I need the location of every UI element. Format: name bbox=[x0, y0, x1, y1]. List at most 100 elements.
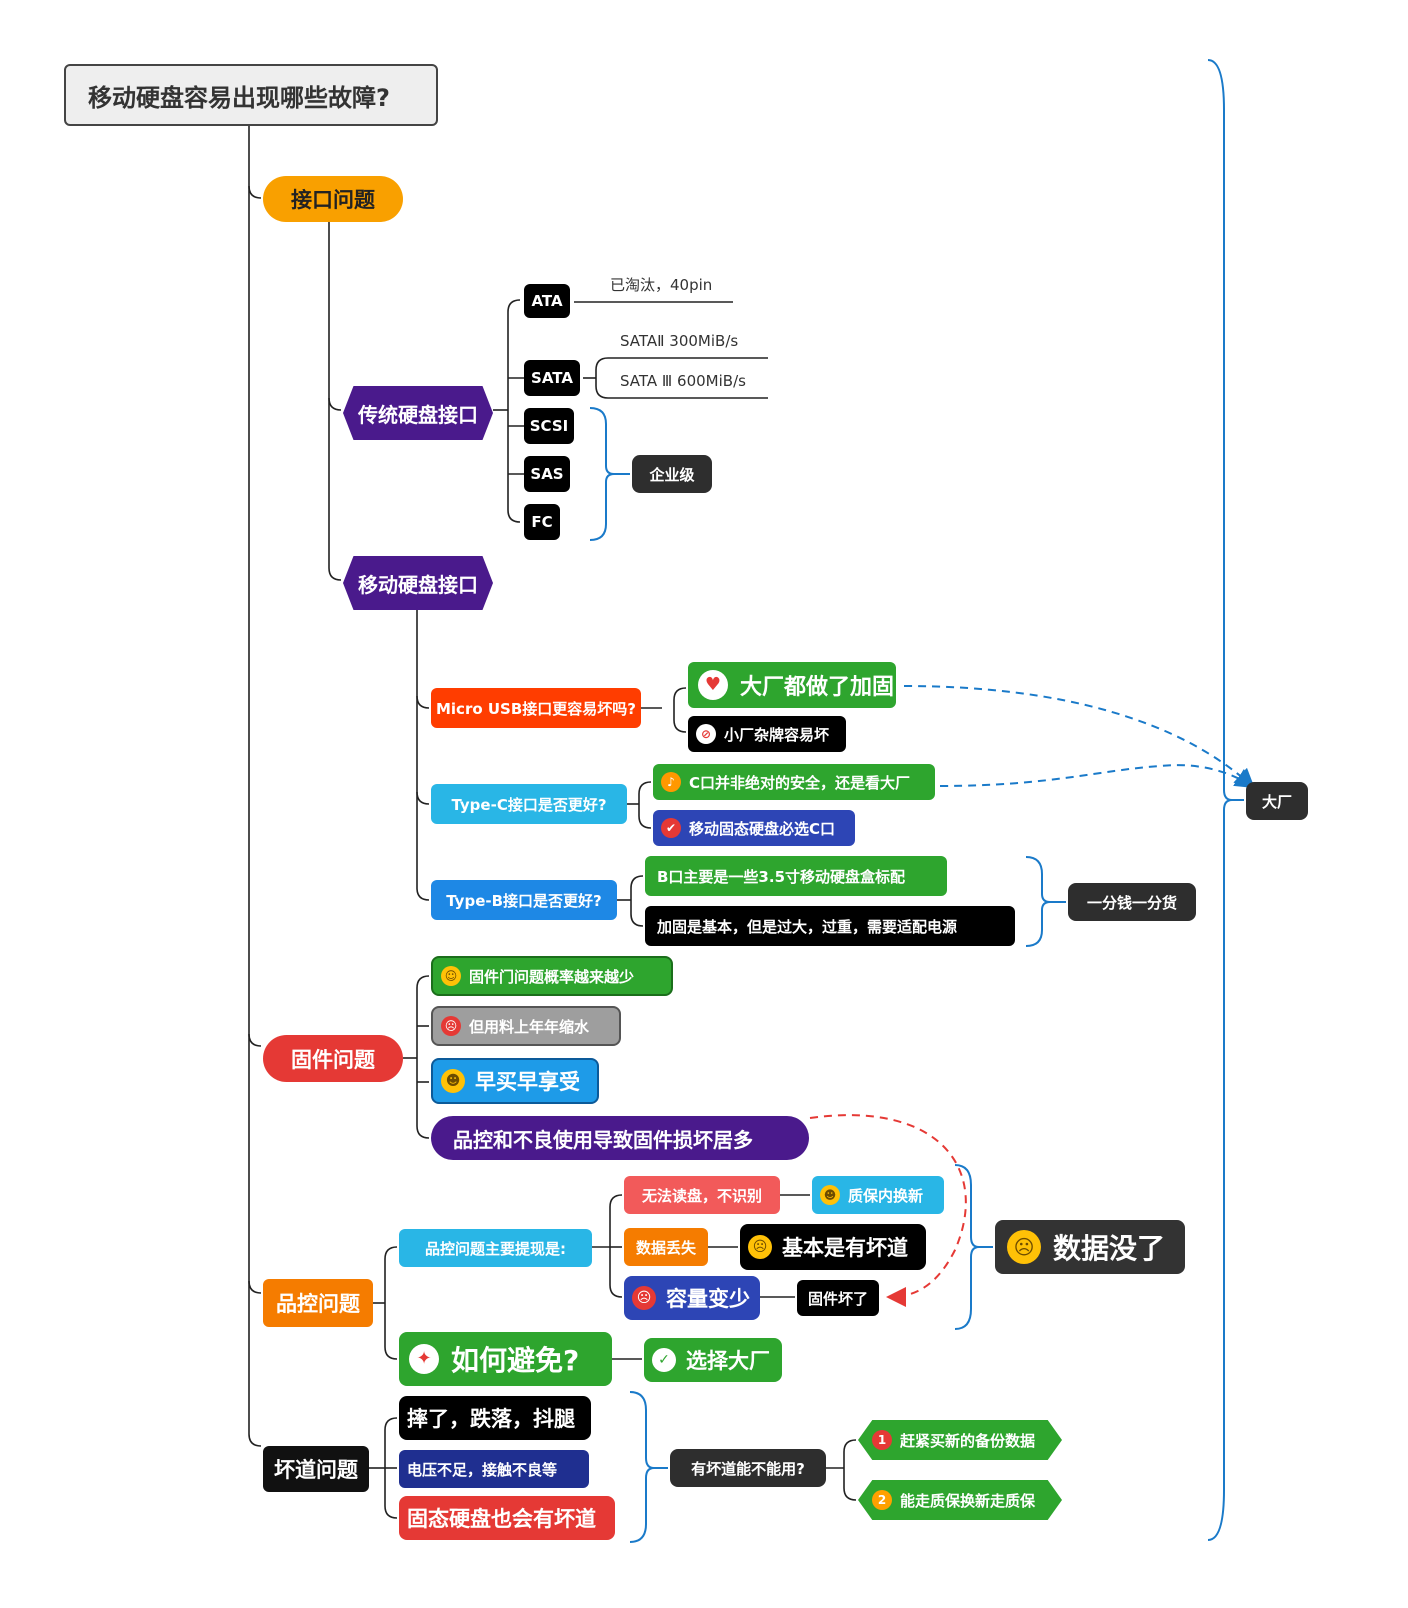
qc-main-symptoms-label: 品控问题主要提现是: bbox=[425, 1239, 566, 1258]
mobile-interface-label: 移动硬盘接口 bbox=[358, 572, 478, 597]
topic-interface[interactable]: 接口问题 bbox=[263, 176, 403, 222]
bell-icon: ♪ bbox=[661, 772, 681, 792]
ata-note: 已淘汰，40pin bbox=[610, 276, 713, 294]
typeb-question-label: Type-B接口是否更好? bbox=[446, 891, 602, 910]
qc-data-loss[interactable]: 数据丢失 bbox=[624, 1228, 708, 1266]
sad-face-icon: ☹ bbox=[748, 1235, 772, 1259]
crying-face-icon: ☹ bbox=[1007, 1230, 1041, 1264]
topic-firmware[interactable]: 固件问题 bbox=[263, 1035, 403, 1082]
ata-node[interactable]: ATA bbox=[524, 284, 570, 318]
topic-firmware-label: 固件问题 bbox=[291, 1047, 375, 1072]
ban-icon: ⊘ bbox=[696, 724, 716, 744]
topic-qc[interactable]: 品控问题 bbox=[263, 1279, 373, 1327]
micro-usb-question-label: Micro USB接口更容易坏吗? bbox=[435, 699, 636, 718]
typeb-answer-bulky[interactable]: 加固是基本，但是过大，过重，需要适配电源 bbox=[645, 906, 1015, 946]
qc-how-to-avoid[interactable]: ✦ 如何避免? bbox=[399, 1332, 612, 1386]
typec-question[interactable]: Type-C接口是否更好? bbox=[431, 784, 627, 824]
number-two-icon: 2 bbox=[872, 1490, 892, 1510]
qc-choose-big-brand-label: 选择大厂 bbox=[686, 1349, 770, 1373]
qc-warranty-replace-label: 质保内换新 bbox=[848, 1186, 924, 1205]
fc-label: FC bbox=[531, 513, 553, 531]
big-brand-node[interactable]: 大厂 bbox=[1246, 782, 1308, 820]
firmware-qc-damage-label: 品控和不良使用导致固件损坏居多 bbox=[453, 1127, 753, 1152]
grin-icon: ☻ bbox=[441, 1069, 465, 1093]
qc-capacity-shrink[interactable]: ☹ 容量变少 bbox=[624, 1276, 760, 1320]
qc-capacity-shrink-label: 容量变少 bbox=[666, 1287, 750, 1311]
bad-answer-backup[interactable]: 1 赶紧买新的备份数据 bbox=[858, 1420, 1062, 1460]
fc-node[interactable]: FC bbox=[524, 504, 560, 540]
ata-label: ATA bbox=[531, 292, 563, 310]
micro-usb-question[interactable]: Micro USB接口更容易坏吗? bbox=[431, 688, 641, 728]
qc-warranty-replace[interactable]: ☻ 质保内换新 bbox=[812, 1176, 944, 1214]
qc-how-to-avoid-label: 如何避免? bbox=[451, 1344, 580, 1377]
sata-note-3: SATA Ⅲ 600MiB/s bbox=[620, 372, 746, 390]
price-quality-node[interactable]: 一分钱一分货 bbox=[1068, 883, 1196, 921]
typec-question-label: Type-C接口是否更好? bbox=[451, 795, 607, 814]
angry-icon: ☹ bbox=[632, 1286, 656, 1310]
qc-main-symptoms[interactable]: 品控问题主要提现是: bbox=[399, 1229, 592, 1267]
topic-badsector-label: 坏道问题 bbox=[274, 1458, 358, 1482]
typec-answer-notsafe-label: C口并非绝对的安全，还是看大厂 bbox=[689, 773, 911, 792]
topic-qc-label: 品控问题 bbox=[276, 1292, 360, 1316]
typec-answer-ssd-label: 移动固态硬盘必选C口 bbox=[689, 819, 836, 838]
traditional-interface-label: 传统硬盘接口 bbox=[358, 402, 478, 427]
firmware-shrinking-materials[interactable]: ☹ 但用料上年年缩水 bbox=[431, 1006, 621, 1046]
bad-usable-question-label: 有坏道能不能用? bbox=[691, 1459, 805, 1478]
bad-ssd-also-label: 固态硬盘也会有坏道 bbox=[407, 1507, 596, 1531]
bad-answer-warranty-label: 能走质保换新走质保 bbox=[900, 1491, 1036, 1510]
smile-icon: ☺ bbox=[441, 966, 461, 986]
firmware-buy-early[interactable]: ☻ 早买早享受 bbox=[431, 1058, 599, 1104]
topic-interface-label: 接口问题 bbox=[291, 188, 375, 212]
check-circle-icon: ✓ bbox=[652, 1348, 676, 1372]
qc-bad-sectors-label: 基本是有坏道 bbox=[782, 1236, 908, 1260]
qc-unreadable[interactable]: 无法读盘，不识别 bbox=[624, 1176, 780, 1214]
bad-answer-warranty[interactable]: 2 能走质保换新走质保 bbox=[858, 1480, 1062, 1520]
price-quality-label: 一分钱一分货 bbox=[1086, 893, 1177, 912]
topic-badsector[interactable]: 坏道问题 bbox=[263, 1446, 369, 1492]
big-brand-label: 大厂 bbox=[1261, 792, 1292, 811]
bad-usable-question[interactable]: 有坏道能不能用? bbox=[670, 1449, 826, 1487]
bad-answer-backup-label: 赶紧买新的备份数据 bbox=[900, 1431, 1036, 1450]
scsi-node[interactable]: SCSI bbox=[524, 408, 574, 444]
bad-drop-shake-label: 摔了，跌落，抖腿 bbox=[407, 1407, 575, 1431]
typeb-answer-standard[interactable]: B口主要是一些3.5寸移动硬盘盒标配 bbox=[645, 856, 947, 896]
qc-choose-big-brand[interactable]: ✓ 选择大厂 bbox=[644, 1338, 782, 1382]
typeb-question[interactable]: Type-B接口是否更好? bbox=[431, 880, 617, 920]
qc-firmware-broken-label: 固件坏了 bbox=[807, 1289, 868, 1308]
data-lost-label: 数据没了 bbox=[1053, 1232, 1166, 1265]
pin-icon: ✦ bbox=[409, 1344, 439, 1374]
root-title: 移动硬盘容易出现哪些故障? bbox=[64, 64, 438, 126]
bad-ssd-also[interactable]: 固态硬盘也会有坏道 bbox=[399, 1496, 615, 1540]
typeb-answer-standard-label: B口主要是一些3.5寸移动硬盘盒标配 bbox=[657, 867, 906, 886]
enterprise-node[interactable]: 企业级 bbox=[632, 455, 712, 493]
firmware-buy-early-label: 早买早享受 bbox=[475, 1070, 580, 1094]
sata-note-2: SATAⅡ 300MiB/s bbox=[620, 332, 739, 350]
firmware-fewer-issues-label: 固件门问题概率越来越少 bbox=[469, 967, 635, 986]
number-one-icon: 1 bbox=[872, 1430, 892, 1450]
firmware-shrinking-materials-label: 但用料上年年缩水 bbox=[469, 1017, 590, 1036]
root-title-text: 移动硬盘容易出现哪些故障? bbox=[88, 83, 390, 112]
qc-data-loss-label: 数据丢失 bbox=[635, 1238, 696, 1257]
micro-answer-reinforced-label: 大厂都做了加固 bbox=[740, 675, 895, 700]
mobile-interface-node[interactable]: 移动硬盘接口 bbox=[343, 556, 493, 610]
sas-label: SAS bbox=[530, 465, 564, 483]
sata-node[interactable]: SATA bbox=[524, 360, 580, 396]
micro-answer-reinforced[interactable]: ♥ 大厂都做了加固 bbox=[688, 662, 896, 708]
typec-answer-notsafe[interactable]: ♪ C口并非绝对的安全，还是看大厂 bbox=[653, 764, 935, 800]
traditional-interface-node[interactable]: 传统硬盘接口 bbox=[343, 386, 493, 440]
micro-answer-cheap[interactable]: ⊘ 小厂杂牌容易坏 bbox=[688, 716, 846, 752]
bad-drop-shake[interactable]: 摔了，跌落，抖腿 bbox=[399, 1396, 591, 1440]
firmware-qc-damage[interactable]: 品控和不良使用导致固件损坏居多 bbox=[431, 1116, 809, 1160]
firmware-fewer-issues[interactable]: ☺ 固件门问题概率越来越少 bbox=[431, 956, 673, 996]
qc-bad-sectors[interactable]: ☹ 基本是有坏道 bbox=[740, 1224, 926, 1270]
qc-unreadable-label: 无法读盘，不识别 bbox=[641, 1186, 762, 1205]
bad-voltage[interactable]: 电压不足，接触不良等 bbox=[399, 1450, 589, 1488]
typec-answer-ssd[interactable]: ✔ 移动固态硬盘必选C口 bbox=[653, 810, 855, 846]
micro-answer-cheap-label: 小厂杂牌容易坏 bbox=[724, 725, 830, 744]
qc-firmware-broken[interactable]: 固件坏了 bbox=[797, 1280, 879, 1316]
data-lost-node[interactable]: ☹ 数据没了 bbox=[995, 1220, 1185, 1274]
grin-small-icon: ☻ bbox=[820, 1185, 840, 1205]
sas-node[interactable]: SAS bbox=[524, 456, 570, 492]
sata-label: SATA bbox=[531, 369, 573, 387]
